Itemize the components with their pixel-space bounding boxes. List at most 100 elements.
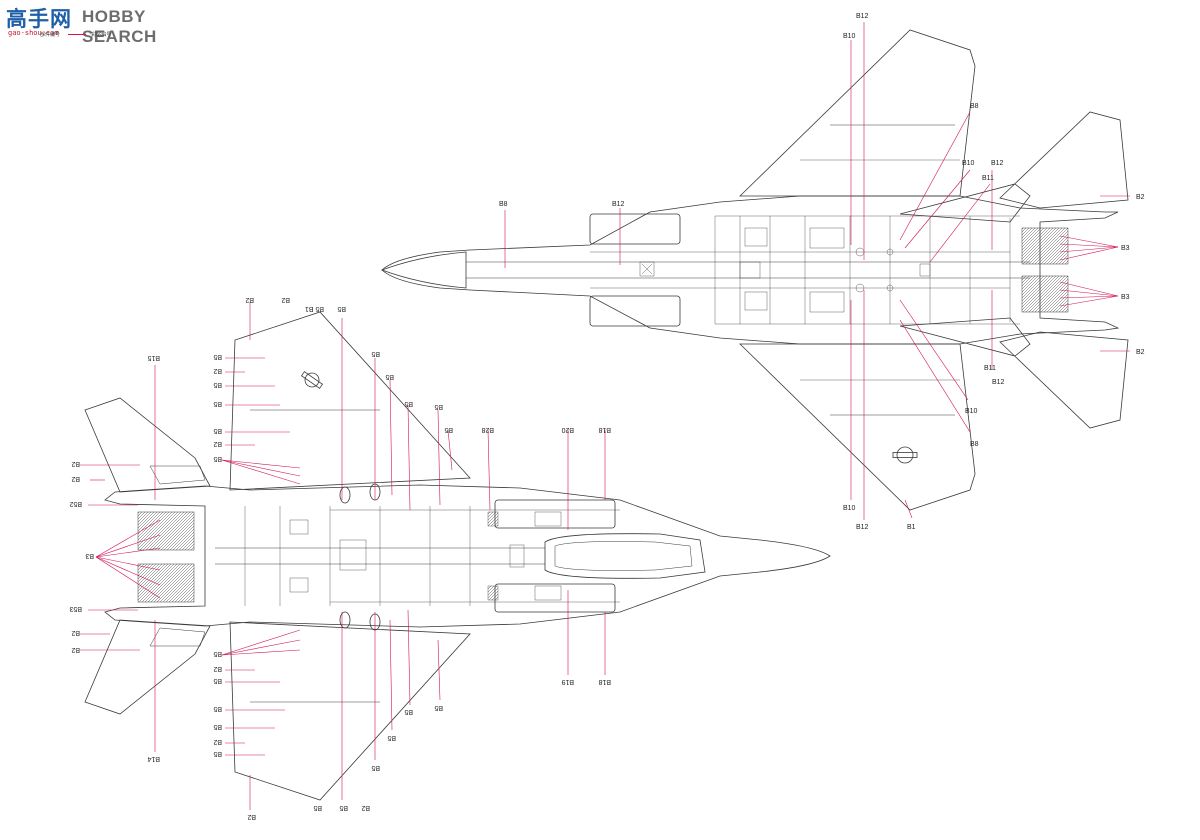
label-b5-bot3: B5 (371, 764, 380, 771)
top-intake-upper (589, 213, 681, 245)
logo-url-text: gao-shou.com (8, 29, 59, 37)
label-b18-top: B18 (598, 426, 611, 433)
label-b10-mid: B10 (962, 160, 975, 167)
label-b3-lower: B3 (1121, 294, 1130, 301)
label-b5-bot2: B5 (339, 804, 348, 811)
label-b2-a: B2 (245, 296, 254, 303)
label-b2-tail4: B2 (71, 646, 80, 653)
label-b12-top: B12 (856, 13, 869, 20)
label-b2-tail3: B2 (71, 629, 80, 636)
label-b8-upper: B8 (970, 103, 979, 110)
label-b5-bot6: B5 (434, 704, 443, 711)
label-b2-tail1: B2 (71, 460, 80, 467)
top-view-callout-labels: B12 B10 B8 B10 B12 B11 B2 B3 B3 B2 B11 B… (499, 13, 1145, 531)
label-b5-l9: B5 (213, 723, 222, 730)
aircraft-bottom-view (84, 311, 831, 801)
label-b11-mid: B11 (982, 175, 994, 182)
label-b2-l1: B2 (213, 367, 222, 374)
label-b5-c: B5 (385, 373, 394, 380)
label-b10-top: B10 (843, 33, 856, 40)
top-engine-nozzles (1021, 227, 1069, 313)
bottom-stabilizer-lower (84, 619, 211, 715)
label-b5-l3: B5 (213, 400, 222, 407)
top-vertical-tail-lower (899, 317, 1031, 357)
logo-english-text: HOBBY SEARCH (82, 7, 157, 46)
label-b14: B14 (147, 755, 160, 762)
label-b19: B19 (561, 678, 574, 685)
label-b5-l5: B5 (213, 455, 222, 462)
label-b5-l8: B5 (213, 705, 222, 712)
label-b5b1: B5 B1 (305, 305, 324, 312)
label-b12-bottom: B12 (856, 524, 869, 531)
top-intake-lower (589, 295, 681, 327)
label-b52: B52 (69, 500, 82, 507)
logo-chinese-text: 高手网 (6, 7, 72, 31)
label-b12-low: B12 (992, 379, 1005, 386)
label-b2-upper: B2 (1136, 194, 1145, 201)
bottom-intake-lower (494, 583, 616, 613)
label-b11-low: B11 (984, 365, 996, 372)
bottom-stabilizer-upper (84, 397, 211, 493)
hobby-search-logo: 高手网 HOBBY SEARCH gao-shou.com (4, 3, 194, 46)
label-b5-l2: B5 (213, 381, 222, 388)
label-b2-bot2: B2 (361, 804, 370, 811)
bottom-star-insignia-icon (300, 371, 324, 389)
label-b3-upper: B3 (1121, 245, 1130, 252)
label-b5-l1: B5 (213, 353, 222, 360)
label-b1-bottom: B1 (907, 524, 916, 531)
label-b20: B20 (561, 426, 574, 433)
bottom-wing-lower (229, 621, 471, 801)
label-b8-nose: B8 (499, 201, 508, 208)
label-b5-bot5: B5 (404, 708, 413, 715)
label-b10-low: B10 (965, 408, 978, 415)
label-b5-bot4: B5 (387, 734, 396, 741)
bottom-engine-nozzles (137, 511, 195, 603)
label-b5-d: B5 (404, 400, 413, 407)
label-b5-l10: B5 (213, 750, 222, 757)
legend-decal-number-label: 彩貼編号 (91, 32, 112, 38)
label-b2-bot1: B2 (247, 813, 256, 820)
top-nose-cone (380, 251, 467, 289)
label-b2-l3: B2 (213, 665, 222, 672)
label-b3: B3 (85, 552, 94, 559)
top-fuselage-outline (381, 195, 1120, 345)
label-b18-bot: B18 (598, 678, 611, 685)
legend-part-number-label: 部件编号 (40, 32, 61, 38)
top-stabilizer-upper (999, 111, 1129, 209)
label-b28: B28 (481, 426, 494, 433)
top-vertical-tail-upper (899, 183, 1031, 223)
label-b5-e: B5 (434, 403, 443, 410)
callout-lines (80, 22, 1130, 810)
top-wing-lower (739, 343, 976, 511)
callout-legend: 部件编号 彩貼編号 (40, 31, 111, 38)
label-b5-l6: B5 (213, 650, 222, 657)
top-wing-upper (739, 29, 976, 197)
label-b2-b: B2 (281, 296, 290, 303)
bottom-fuselage-outline (104, 484, 831, 628)
label-b15: B15 (147, 354, 160, 361)
label-b10-bottom: B10 (843, 505, 856, 512)
label-b5-a: B5 (337, 305, 346, 312)
label-b2-tail2: B2 (71, 475, 80, 482)
top-stabilizer-lower (999, 331, 1129, 429)
label-b5-bot1: B5 (313, 804, 322, 811)
label-b53: B53 (69, 605, 82, 612)
label-b2-lower: B2 (1136, 349, 1145, 356)
label-b5-f: B5 (444, 426, 453, 433)
bottom-canopy (544, 533, 706, 579)
label-b2-l4: B2 (213, 738, 222, 745)
star-insignia-icon (892, 446, 918, 464)
label-b8-lower: B8 (970, 441, 979, 448)
aircraft-top-view (380, 29, 1129, 511)
label-b5-l7: B5 (213, 677, 222, 684)
label-b2-l2: B2 (213, 440, 222, 447)
label-b5-l4: B5 (213, 427, 222, 434)
bottom-view-callout-labels: B2 B2 B5 B1 B5 B5 B5 B5 B5 B5 B28 B20 B1… (69, 296, 611, 820)
label-b12-nose: B12 (612, 201, 625, 208)
label-b12-mid: B12 (991, 160, 1004, 167)
label-b5-b: B5 (371, 350, 380, 357)
bottom-intake-upper (494, 499, 616, 529)
legend-red-line (67, 33, 86, 35)
